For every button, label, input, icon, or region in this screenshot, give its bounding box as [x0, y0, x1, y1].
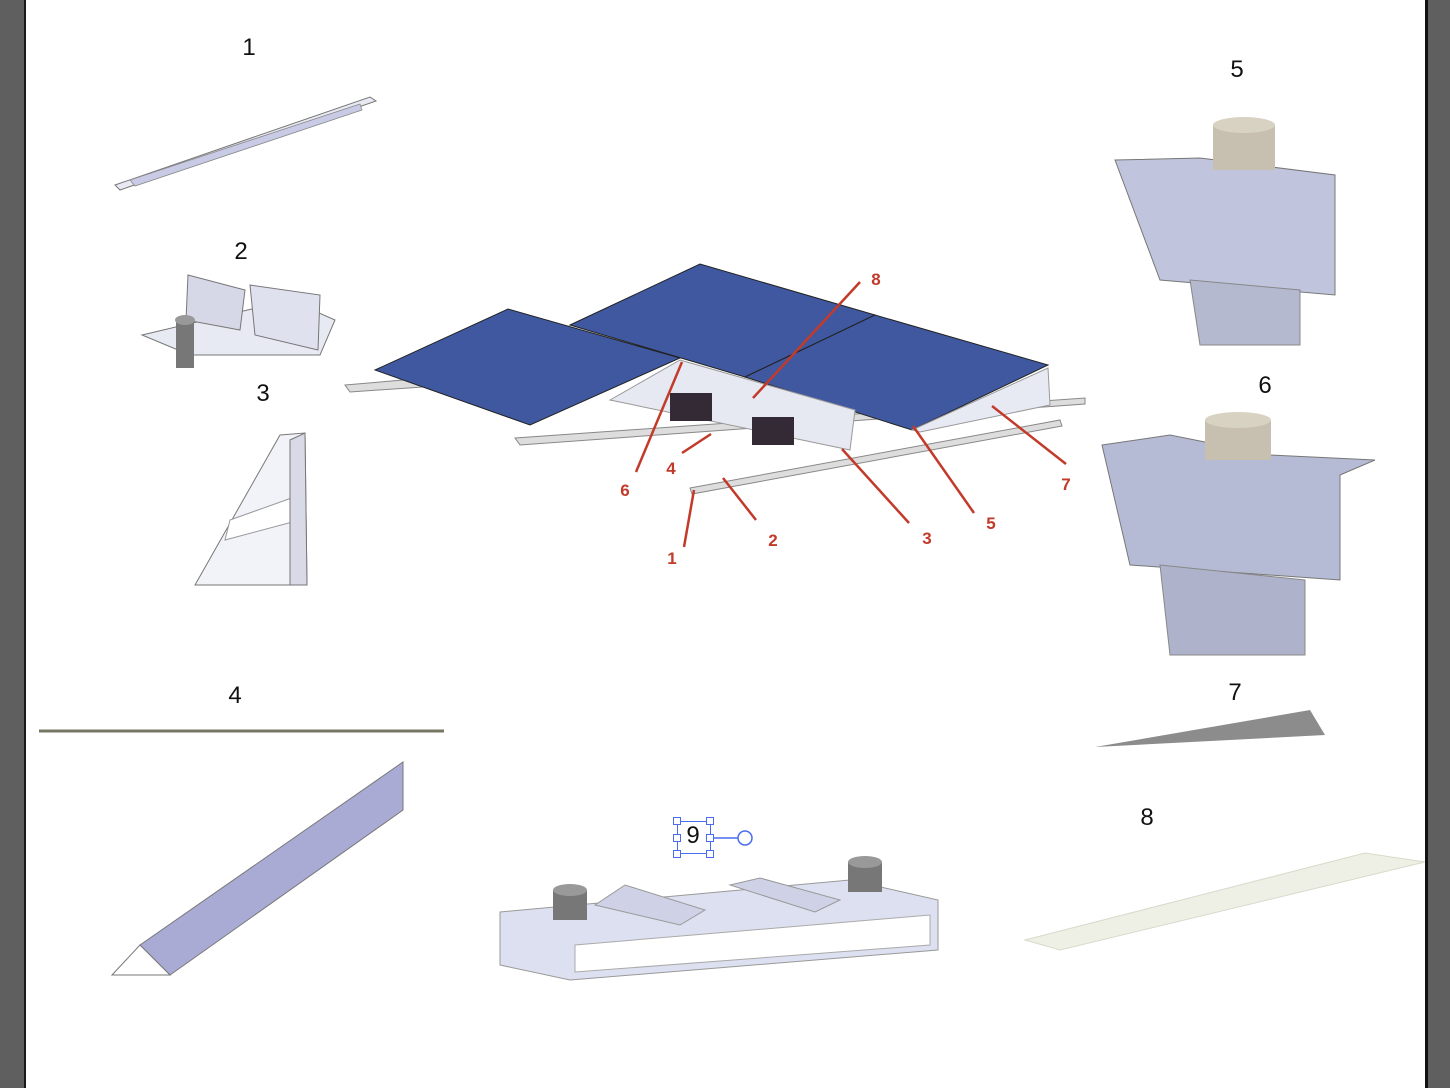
- resize-handle-l[interactable]: [673, 834, 681, 842]
- part-label-9[interactable]: 9: [686, 822, 700, 849]
- resize-handle-tl[interactable]: [673, 817, 681, 825]
- part-label-5: 5: [1230, 56, 1244, 83]
- part-6-mid-clamp-image: [1101, 412, 1376, 656]
- part-label-2: 2: [234, 238, 248, 265]
- assembly-image: [344, 263, 1086, 548]
- callout-3: 3: [922, 529, 932, 548]
- callout-6: 6: [620, 481, 630, 500]
- callout-5: 5: [986, 514, 996, 533]
- part-8-plate-image: [1023, 852, 1426, 951]
- part-label-1: 1: [242, 34, 256, 61]
- part-4-deflector-image: [110, 761, 404, 976]
- part-label-6: 6: [1258, 372, 1272, 399]
- callout-2: 2: [768, 531, 778, 550]
- part-9-ballast-tray-image: [499, 856, 939, 981]
- part-3-support-image: [194, 432, 308, 586]
- part-2-clamp-image: [140, 274, 336, 368]
- callout-4: 4: [666, 459, 676, 478]
- resize-handle-r[interactable]: [706, 834, 714, 842]
- part-5-end-clamp-image: [1114, 117, 1336, 346]
- part-7-wedge-image: [1095, 710, 1325, 747]
- resize-handle-tr[interactable]: [706, 817, 714, 825]
- part-label-8: 8: [1140, 804, 1154, 831]
- part-1-rail-image: [114, 96, 378, 191]
- callout-8: 8: [871, 270, 881, 289]
- callout-7: 7: [1061, 475, 1071, 494]
- part-label-7: 7: [1228, 679, 1242, 706]
- part-label-3: 3: [256, 380, 270, 407]
- resize-handle-bl[interactable]: [673, 850, 681, 858]
- part-label-4: 4: [228, 682, 242, 709]
- rotation-handle[interactable]: [737, 830, 753, 846]
- resize-handle-br[interactable]: [706, 850, 714, 858]
- callout-lines: [634, 281, 1067, 548]
- callout-1: 1: [667, 549, 677, 568]
